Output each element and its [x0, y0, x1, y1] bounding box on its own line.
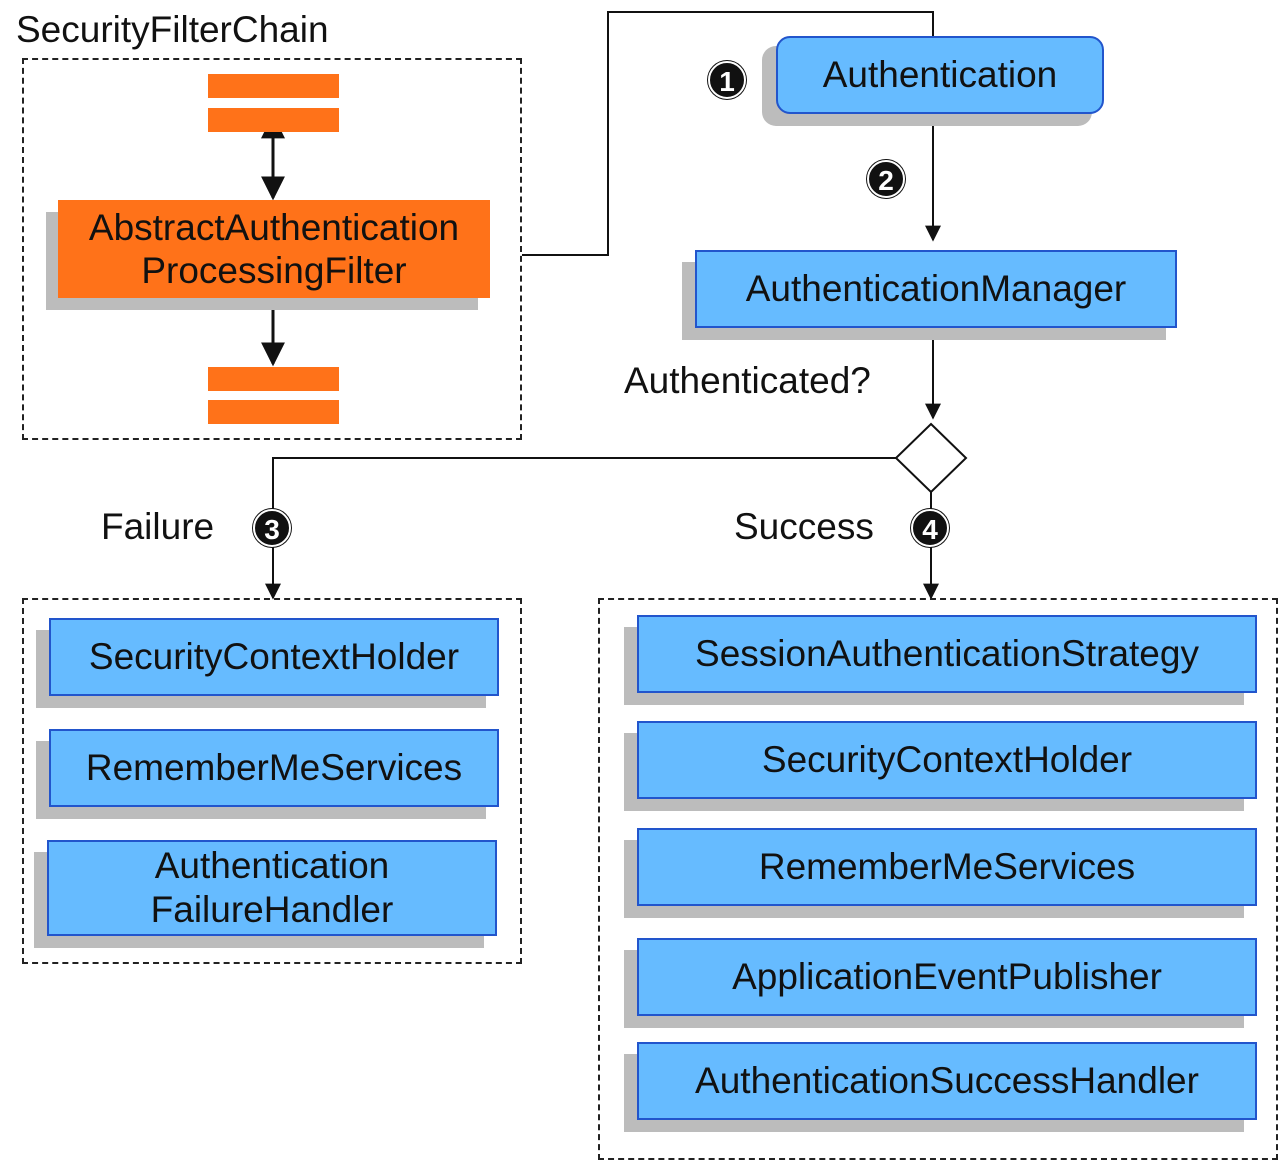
authentication-failure-handler: Authentication FailureHandler	[47, 840, 497, 936]
step-badge-2: 2	[867, 160, 905, 198]
authentication-success-handler: AuthenticationSuccessHandler	[637, 1042, 1257, 1120]
success-security-context-holder: SecurityContextHolder	[637, 721, 1257, 799]
filter-chain-container	[22, 58, 522, 440]
step-badge-3: 3	[253, 509, 291, 547]
failure-container	[22, 598, 522, 964]
step-badge-1: 1	[708, 61, 746, 99]
step-badge-4: 4	[911, 509, 949, 547]
failure-remember-me-services: RememberMeServices	[49, 729, 499, 807]
filter-bar	[208, 400, 339, 424]
failure-handler-line1: Authentication	[154, 845, 390, 886]
success-label: Success	[734, 506, 874, 547]
filter-bar	[208, 108, 339, 132]
decision-diamond	[894, 422, 968, 494]
processing-filter-line2: ProcessingFilter	[141, 250, 407, 291]
failure-security-context-holder: SecurityContextHolder	[49, 618, 499, 696]
session-authentication-strategy: SessionAuthenticationStrategy	[637, 615, 1257, 693]
chain-title: SecurityFilterChain	[16, 9, 329, 50]
authentication-box: Authentication	[776, 36, 1104, 114]
filter-to-authentication-line	[522, 11, 934, 256]
filter-bar	[208, 74, 339, 98]
filter-bar	[208, 367, 339, 391]
processing-filter-line1: AbstractAuthentication	[88, 207, 460, 248]
failure-handler-line2: FailureHandler	[150, 889, 394, 930]
authentication-manager-box: AuthenticationManager	[695, 250, 1177, 328]
success-container	[598, 598, 1278, 1160]
processing-filter-box: AbstractAuthentication ProcessingFilter	[58, 200, 490, 298]
decision-label: Authenticated?	[624, 360, 871, 401]
success-remember-me-services: RememberMeServices	[637, 828, 1257, 906]
application-event-publisher: ApplicationEventPublisher	[637, 938, 1257, 1016]
failure-label: Failure	[101, 506, 215, 547]
